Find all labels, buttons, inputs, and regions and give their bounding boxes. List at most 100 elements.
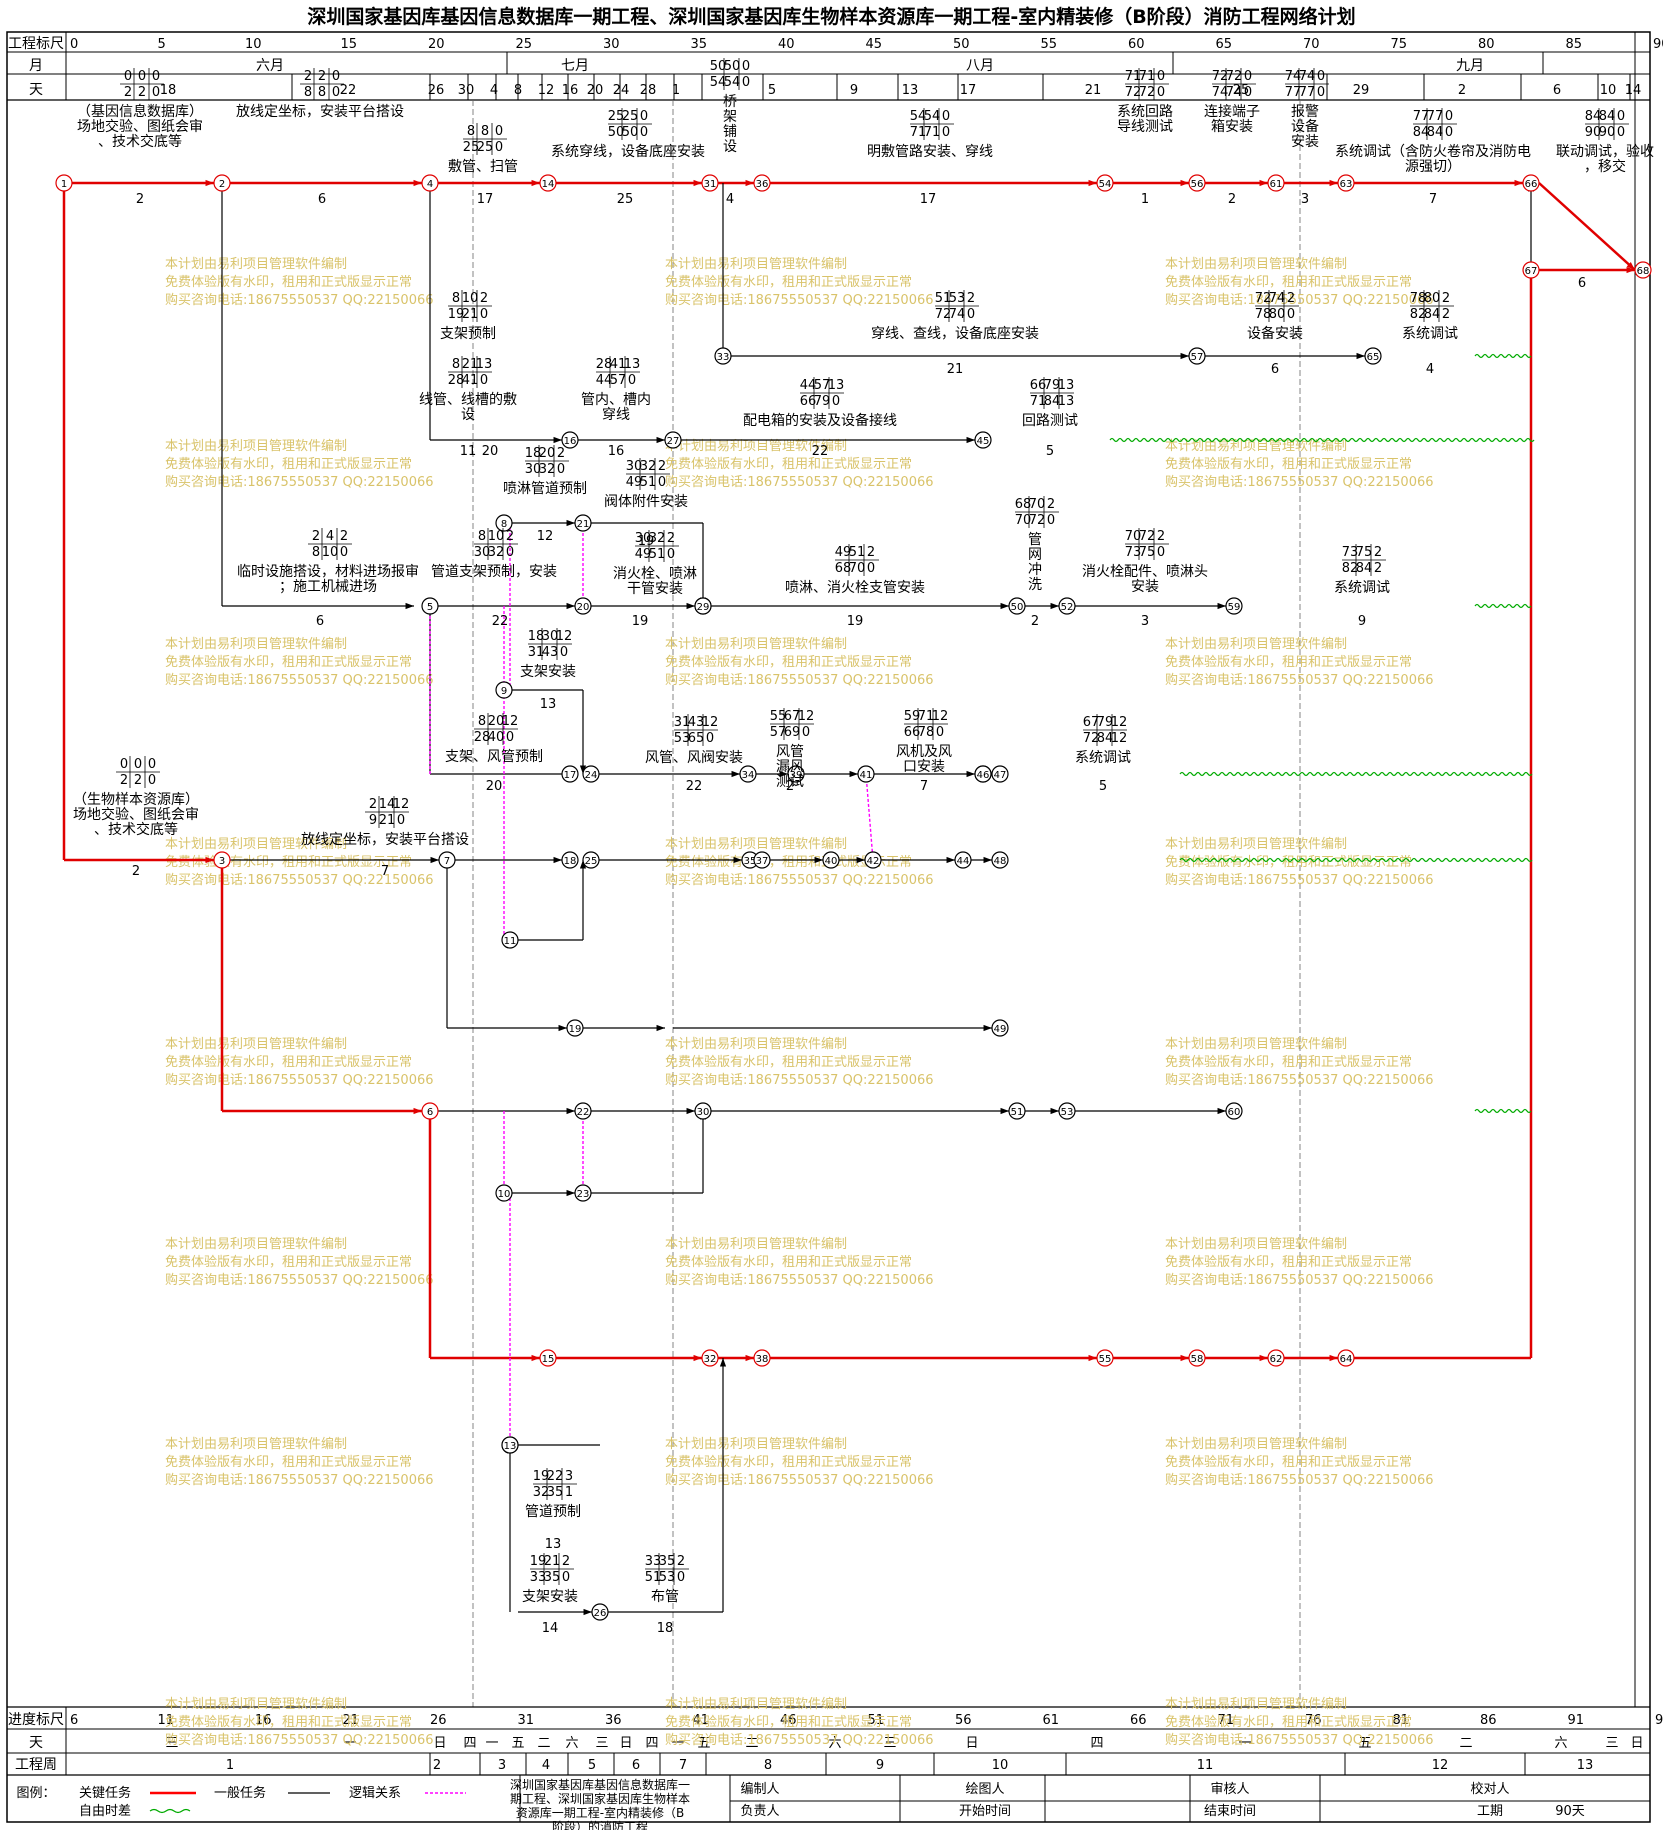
task-tf: 0 bbox=[1157, 69, 1165, 84]
task-label: 管道支架预制，安装 bbox=[431, 564, 557, 580]
critical-arrow-head bbox=[745, 1354, 754, 1362]
node-circle bbox=[991, 851, 1009, 869]
task-tf: 12 bbox=[798, 709, 815, 724]
task-tf: 2 bbox=[480, 291, 488, 306]
task-duration: 12 bbox=[537, 529, 554, 544]
task-eft: 90 bbox=[1585, 125, 1602, 140]
node-circle bbox=[213, 174, 231, 192]
task-eft: 8 bbox=[312, 545, 320, 560]
node-number: 51 bbox=[1011, 1107, 1024, 1118]
task-lft: 70 bbox=[849, 561, 866, 576]
task-tf: 12 bbox=[932, 709, 949, 724]
task-ff: 0 bbox=[152, 85, 160, 100]
node-circle bbox=[561, 431, 579, 449]
weekday: 六 bbox=[565, 1736, 578, 1751]
node-number: 52 bbox=[1061, 602, 1074, 613]
node-number: 14 bbox=[542, 179, 555, 190]
weekday: 二 bbox=[745, 1736, 758, 1751]
node-circle bbox=[787, 765, 805, 783]
task-lft: 32 bbox=[488, 545, 505, 560]
task-duration: 7 bbox=[1429, 192, 1437, 207]
task-duration: 16 bbox=[608, 444, 625, 459]
day-tick: 1 bbox=[672, 83, 680, 98]
task-lst: 71 bbox=[1139, 69, 1156, 84]
task-label: 支架安装 bbox=[522, 1589, 578, 1605]
general-arrow-head bbox=[983, 856, 992, 864]
task-label: 报警 bbox=[1291, 104, 1319, 120]
task-lft: 84 bbox=[1427, 125, 1444, 140]
node-circle bbox=[55, 174, 73, 192]
task-eft: 66 bbox=[800, 394, 817, 409]
task-duration: 2 bbox=[1228, 192, 1236, 207]
scale-tick: 60 bbox=[1128, 37, 1145, 52]
task-label: 系统穿线，设备底座安装 bbox=[551, 143, 705, 160]
node-number: 67 bbox=[1525, 266, 1538, 277]
node-circle bbox=[495, 1184, 513, 1202]
task-tf: 2 bbox=[1047, 497, 1055, 512]
task-label: 箱安装 bbox=[1211, 119, 1253, 135]
general-arrow-head bbox=[733, 856, 742, 864]
task-label: 风机及风 bbox=[896, 744, 952, 760]
task-ff: 0 bbox=[936, 725, 944, 740]
task-lst: 22 bbox=[547, 1469, 564, 1484]
watermark-text: 购买咨询电话:18675550537 QQ:22150066 bbox=[165, 292, 434, 308]
day-tick: 28 bbox=[640, 83, 657, 98]
node-number: 35 bbox=[744, 856, 757, 867]
critical-arrow-head bbox=[745, 179, 754, 187]
watermark-text: 购买咨询电话:18675550537 QQ:22150066 bbox=[165, 1732, 434, 1748]
weekday: 六 bbox=[828, 1736, 841, 1751]
node-number: 30 bbox=[697, 1107, 710, 1118]
watermark-text: 免费体验版有水印，租用和正式版显示正常 bbox=[165, 456, 412, 472]
free-float-wave bbox=[1474, 1108, 1532, 1114]
watermark-text: 免费体验版有水印，租用和正式版显示正常 bbox=[165, 854, 412, 870]
task-tf: 13 bbox=[1058, 378, 1075, 393]
task-lft: 79 bbox=[814, 394, 831, 409]
task-lst: 2 bbox=[318, 69, 326, 84]
task-label: 穿线 bbox=[602, 407, 630, 423]
scale-tick: 70 bbox=[1303, 37, 1320, 52]
task-lst: 10 bbox=[488, 529, 505, 544]
task-lft: 8 bbox=[318, 85, 326, 100]
node-circle bbox=[1267, 174, 1285, 192]
task-label: （基因信息数据库） bbox=[77, 103, 203, 120]
task-lft: 50 bbox=[622, 125, 639, 140]
day-tick: 14 bbox=[1625, 83, 1642, 98]
weekday: 五 bbox=[1358, 1736, 1371, 1751]
task-duration: 6 bbox=[1578, 276, 1586, 291]
task-lft: 72 bbox=[1029, 513, 1046, 528]
task-eft: 2 bbox=[124, 85, 132, 100]
progress-tick: 11 bbox=[158, 1713, 175, 1728]
task-duration: 25 bbox=[617, 192, 634, 207]
watermark-text: 购买咨询电话:18675550537 QQ:22150066 bbox=[165, 672, 434, 688]
footer-day-label: 天 bbox=[29, 1735, 43, 1751]
general-arrow-head bbox=[656, 436, 665, 444]
weekday: 五 bbox=[697, 1736, 710, 1751]
watermark-text: 免费体验版有水印，租用和正式版显示正常 bbox=[165, 1714, 412, 1730]
task-est: 84 bbox=[1585, 109, 1602, 124]
node-number: 48 bbox=[994, 856, 1007, 867]
scale-tick: 0 bbox=[70, 37, 78, 52]
task-lst: 67 bbox=[784, 709, 801, 724]
task-duration: 22 bbox=[492, 614, 509, 629]
legend-field: 负责人 bbox=[740, 1804, 779, 1819]
task-lft: 84 bbox=[1044, 394, 1061, 409]
task-tf: 0 bbox=[495, 124, 503, 139]
progress-tick: 51 bbox=[868, 1713, 885, 1728]
task-ff: 0 bbox=[1445, 125, 1453, 140]
watermark-text: 免费体验版有水印，租用和正式版显示正常 bbox=[1165, 1254, 1412, 1270]
task-lft: 84 bbox=[1356, 561, 1373, 576]
watermark-text: 本计划由易利项目管理软件编制 bbox=[165, 1697, 347, 1712]
task-label: 支架预制 bbox=[440, 326, 496, 342]
task-lft: 77 bbox=[1299, 85, 1316, 100]
task-ff: 0 bbox=[332, 85, 340, 100]
task-est: 33 bbox=[645, 1554, 662, 1569]
general-arrow-head bbox=[731, 770, 740, 778]
watermark-text: 购买咨询电话:18675550537 QQ:22150066 bbox=[665, 872, 934, 888]
node-circle bbox=[1522, 261, 1540, 279]
task-lst: 20 bbox=[488, 714, 505, 729]
progress-tick: 21 bbox=[343, 1713, 360, 1728]
month-name: 六月 bbox=[256, 58, 284, 74]
general-arrow-head bbox=[1050, 602, 1059, 610]
node-number: 26 bbox=[594, 1608, 607, 1619]
task-tf: 2 bbox=[506, 529, 514, 544]
